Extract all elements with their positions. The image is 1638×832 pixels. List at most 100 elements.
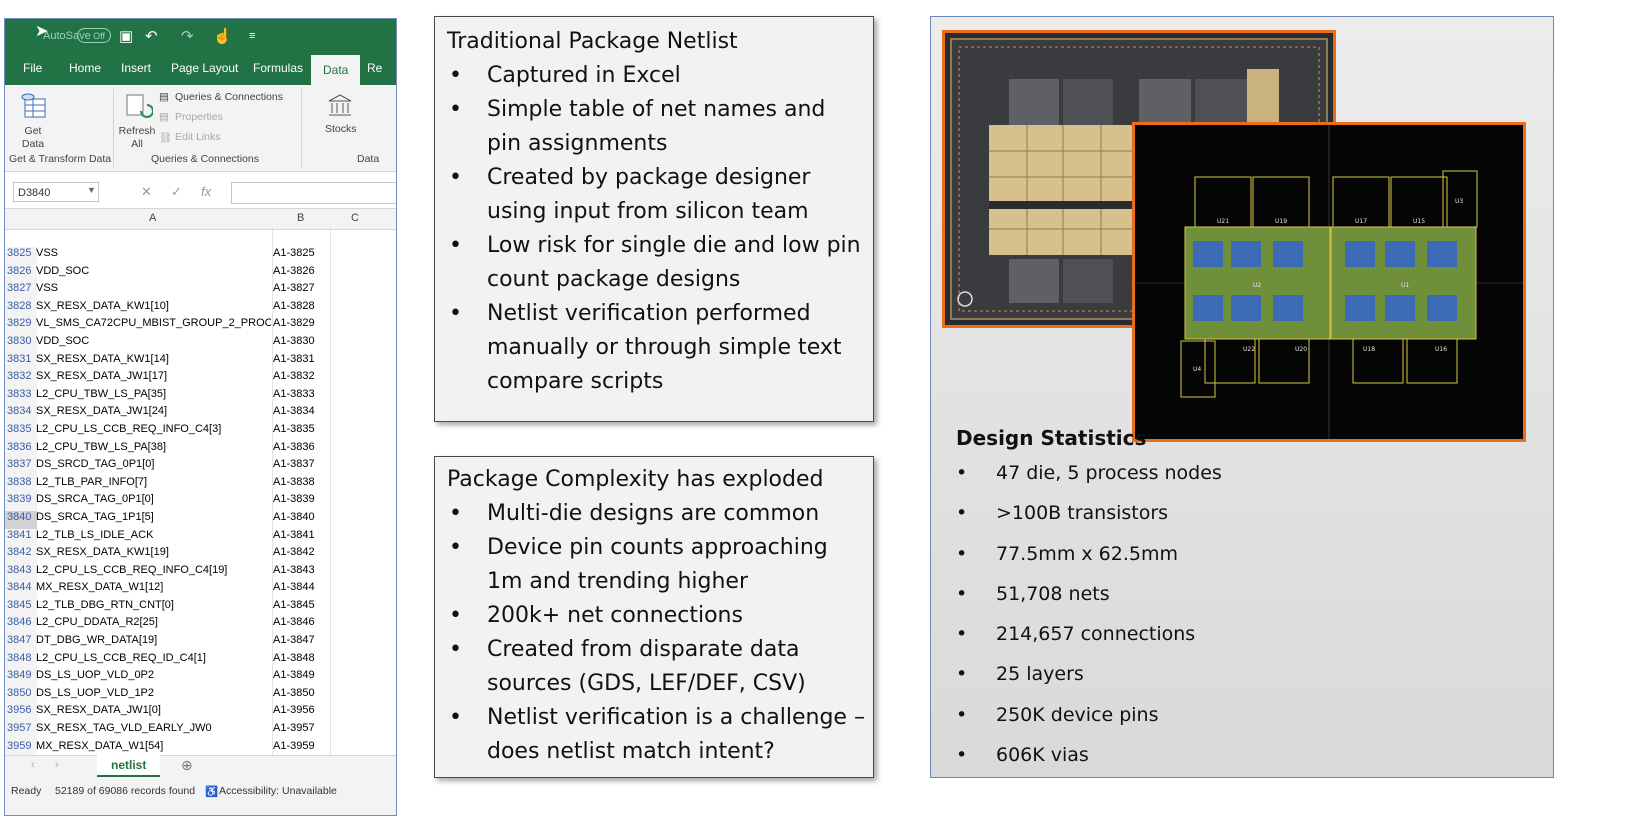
cell-pin[interactable]: A1-3844	[273, 581, 315, 594]
tab-insert[interactable]: Insert	[121, 61, 152, 75]
cell-net-name[interactable]: SX_RESX_DATA_JW1[17]	[36, 370, 168, 383]
cell-net-name[interactable]: L2_CPU_LS_CCB_REQ_ID_C4[1]	[36, 651, 206, 664]
row-number[interactable]: 3847	[5, 634, 37, 652]
name-box[interactable]: D3840	[13, 182, 99, 202]
cell-pin[interactable]: A1-3829	[273, 317, 315, 330]
row-number[interactable]: 3850	[5, 686, 37, 705]
tab-review[interactable]: Re	[367, 61, 383, 75]
edit-links-button[interactable]: Edit Links	[175, 131, 221, 143]
cell-net-name[interactable]: SX_RESX_DATA_JW1[0]	[36, 704, 161, 717]
cell-net-name[interactable]: DS_SRCD_TAG_0P1[0]	[36, 458, 155, 471]
cell-pin[interactable]: A1-3835	[273, 422, 315, 435]
row-number[interactable]: 3842	[5, 546, 37, 564]
cell-pin[interactable]: A1-3840	[273, 510, 315, 523]
chevron-down-icon[interactable]: ▼	[87, 185, 96, 195]
cell-net-name[interactable]: SX_RESX_DATA_KW1[19]	[36, 546, 169, 559]
row-number[interactable]: 3849	[5, 669, 37, 687]
insert-function-button[interactable]: fx	[201, 184, 212, 199]
row-number[interactable]: 3830	[5, 334, 37, 353]
cell-pin[interactable]: A1-3957	[273, 722, 315, 735]
cell-pin[interactable]: A1-3832	[273, 370, 315, 383]
cell-net-name[interactable]: SX_RESX_TAG_VLD_EARLY_JW0	[36, 722, 212, 735]
cell-net-name[interactable]: VL_SMS_CA72CPU_MBIST_GROUP_2_PROC	[36, 317, 271, 330]
formula-input[interactable]	[231, 182, 396, 204]
cell-pin[interactable]: A1-3843	[273, 563, 315, 576]
enter-icon[interactable]: ✓	[171, 184, 182, 199]
cell-net-name[interactable]: DS_LS_UOP_VLD_0P2	[36, 669, 155, 682]
row-number[interactable]: 3846	[5, 616, 37, 635]
stocks-button[interactable]: Stocks	[325, 123, 357, 135]
row-number[interactable]: 3957	[5, 722, 37, 740]
row-number[interactable]: 3828	[5, 299, 37, 318]
cell-net-name[interactable]: DT_DBG_WR_DATA[19]	[36, 634, 158, 647]
status-accessibility[interactable]: Accessibility: Unavailable	[219, 785, 337, 797]
cell-pin[interactable]: A1-3826	[273, 264, 315, 277]
cell-net-name[interactable]: L2_CPU_TBW_LS_PA[38]	[36, 440, 167, 453]
row-number[interactable]: 3845	[5, 598, 37, 617]
cell-pin[interactable]: A1-3849	[273, 669, 315, 682]
cell-net-name[interactable]: L2_TLB_DBG_RTN_CNT[0]	[36, 598, 174, 611]
cell-pin[interactable]: A1-3836	[273, 440, 315, 453]
row-number[interactable]: 3833	[5, 387, 37, 406]
row-number[interactable]: 3835	[5, 422, 37, 441]
next-sheet-icon[interactable]: ›	[55, 759, 59, 771]
cell-pin[interactable]: A1-3956	[273, 704, 315, 717]
cell-net-name[interactable]: DS_SRCA_TAG_1P1[5]	[36, 510, 154, 523]
cell-pin[interactable]: A1-3838	[273, 475, 315, 488]
row-number[interactable]: 3832	[5, 370, 37, 388]
row-number[interactable]: 3956	[5, 704, 37, 723]
row-number[interactable]: 3839	[5, 493, 37, 511]
cell-pin[interactable]: A1-3830	[273, 334, 315, 347]
refresh-all-button[interactable]: Refresh All	[118, 125, 156, 150]
cell-net-name[interactable]: L2_CPU_TBW_LS_PA[35]	[36, 387, 167, 400]
get-data-button[interactable]: Get Data	[21, 125, 45, 150]
cell-net-name[interactable]: L2_CPU_DDATA_R2[25]	[36, 616, 158, 629]
cell-pin[interactable]: A1-3842	[273, 546, 315, 559]
cell-pin[interactable]: A1-3841	[273, 528, 315, 541]
cell-net-name[interactable]: VSS	[36, 247, 59, 259]
cell-pin[interactable]: A1-3827	[273, 282, 315, 295]
cell-net-name[interactable]: L2_TLB_LS_IDLE_ACK	[36, 528, 154, 541]
cell-net-name[interactable]: DS_LS_UOP_VLD_1P2	[36, 686, 155, 699]
row-number[interactable]: 3829	[5, 317, 37, 335]
row-number[interactable]: 3959	[5, 739, 37, 758]
tab-formulas[interactable]: Formulas	[253, 61, 304, 75]
cell-pin[interactable]: A1-3834	[273, 405, 315, 418]
row-number[interactable]: 3825	[5, 247, 37, 265]
row-number[interactable]: 3844	[5, 581, 37, 599]
customize-icon[interactable]: ≡	[249, 30, 256, 42]
cell-pin[interactable]: A1-3845	[273, 598, 315, 611]
cell-pin[interactable]: A1-3828	[273, 299, 315, 312]
row-number[interactable]: 3841	[5, 528, 37, 547]
save-icon[interactable]: ▣	[119, 28, 134, 45]
cell-pin[interactable]: A1-3825	[273, 247, 315, 259]
redo-icon[interactable]: ↷	[181, 28, 194, 45]
cell-net-name[interactable]: MX_RESX_DATA_W1[12]	[36, 581, 164, 594]
add-sheet-icon[interactable]: ⊕	[181, 757, 193, 773]
cell-pin[interactable]: A1-3833	[273, 387, 315, 400]
cell-net-name[interactable]: VSS	[36, 282, 59, 295]
column-header-a[interactable]: A	[149, 212, 157, 224]
tab-page-layout[interactable]: Page Layout	[171, 61, 239, 75]
tab-data[interactable]: Data	[311, 55, 361, 85]
row-number[interactable]: 3827	[5, 282, 37, 300]
cell-pin[interactable]: A1-3839	[273, 493, 315, 506]
